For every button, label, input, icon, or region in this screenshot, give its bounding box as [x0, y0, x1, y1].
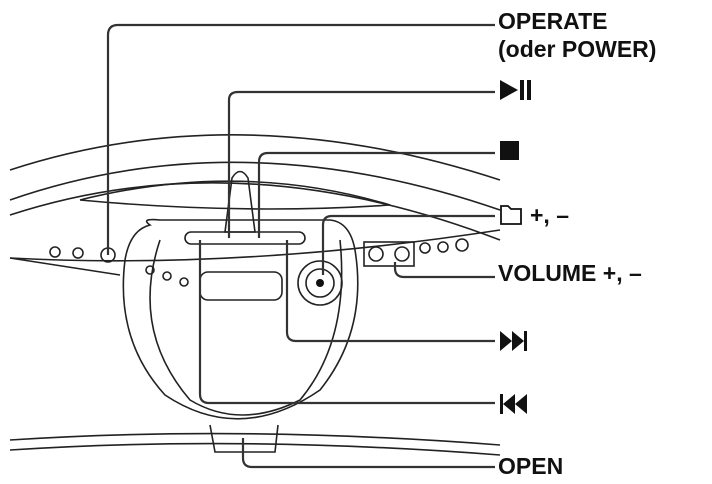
panel-arc: [9, 229, 501, 262]
display-arc: [79, 180, 391, 210]
leader-volume: [393, 262, 495, 279]
player-inner: [149, 239, 343, 416]
handle: [224, 170, 256, 233]
panel-button: [49, 246, 61, 258]
label-operate: OPERATE: [498, 8, 608, 34]
jog-dial-inner: [305, 268, 335, 298]
volume-minus-button: [368, 246, 384, 262]
leader-stop: [257, 151, 495, 238]
leader-open: [241, 438, 495, 469]
panel-button: [419, 242, 431, 254]
label-operate-alt: (oder POWER): [498, 36, 657, 62]
player-body: [122, 218, 359, 420]
panel-button: [162, 271, 172, 281]
jog-dial-center: [316, 279, 324, 287]
leader-next: [285, 240, 495, 343]
panel-button: [179, 277, 189, 287]
panel-lower-arc: [9, 257, 121, 276]
leader-folder: [321, 214, 495, 275]
bottom-arc-2: [9, 442, 501, 456]
top-outer-arc: [9, 134, 501, 181]
top-inner-arc: [9, 161, 501, 211]
panel-button: [437, 241, 449, 253]
play-pause-icon: [500, 80, 531, 100]
panel-button: [145, 265, 155, 275]
player-display: [199, 271, 283, 301]
button-strip: [184, 231, 306, 245]
skip-forward-icon: [500, 331, 527, 351]
leader-operate: [106, 23, 495, 255]
open-latch: [209, 424, 279, 453]
bottom-arc: [9, 432, 501, 446]
jog-dial: [297, 260, 343, 306]
leader-prev: [198, 240, 495, 405]
volume-buttons-frame: [363, 241, 415, 267]
label-volume: VOLUME +, –: [498, 260, 642, 286]
leader-play-pause: [227, 90, 495, 238]
volume-plus-button: [394, 246, 410, 262]
label-folder: +, –: [530, 202, 570, 228]
panel-button: [72, 247, 84, 259]
folder-icon: [500, 205, 522, 225]
speaker-grille: [455, 238, 469, 252]
skip-back-icon: [500, 394, 527, 414]
stop-icon: [500, 141, 519, 160]
label-open: OPEN: [498, 453, 564, 479]
